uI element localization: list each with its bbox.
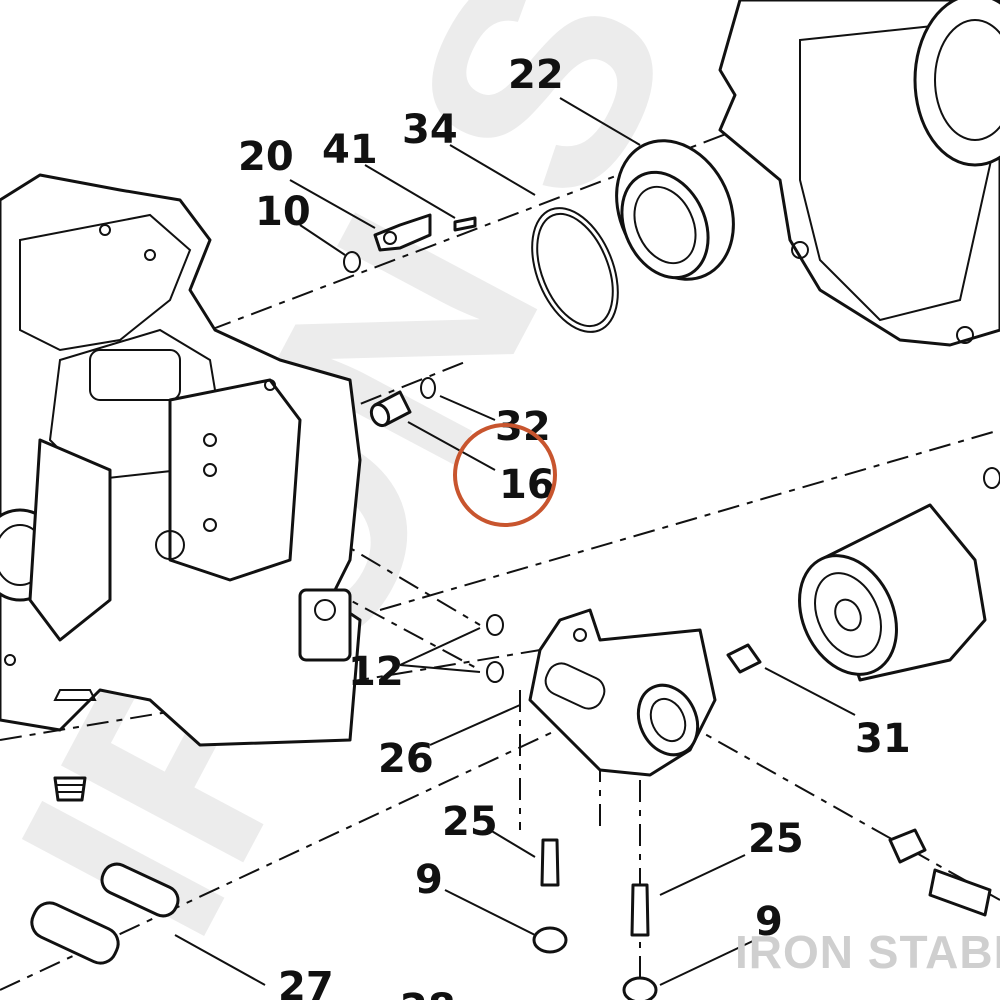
label-34: 34	[402, 107, 458, 153]
label-41: 41	[322, 127, 378, 173]
oil-filter	[726, 503, 987, 682]
oil-pressure-sender	[343, 213, 477, 273]
label-31: 31	[855, 716, 911, 762]
label-12: 12	[348, 649, 404, 695]
label-9-left: 9	[415, 857, 443, 903]
hose-fittings	[532, 838, 658, 1000]
label-27: 27	[278, 964, 334, 1000]
label-22: 22	[508, 52, 564, 98]
dowel-and-oring	[369, 377, 436, 428]
label-25-right: 25	[748, 816, 804, 862]
primary-cover	[718, 0, 1000, 347]
label-20: 20	[238, 134, 294, 180]
gasket-and-cover	[30, 862, 180, 965]
brand-watermark: IRON STABLE	[735, 926, 1000, 978]
leader-lines	[174, 97, 856, 986]
label-10: 10	[255, 189, 311, 235]
label-26: 26	[378, 736, 434, 782]
crankcase-housing	[0, 173, 362, 747]
drain-plug	[53, 776, 87, 802]
label-16: 16	[499, 462, 555, 508]
bearing	[615, 139, 735, 281]
label-9-right: 9	[755, 899, 783, 945]
retaining-ring	[531, 207, 619, 333]
tensioner-parts	[888, 467, 1000, 917]
label-28: 28	[400, 986, 456, 1000]
label-25-left: 25	[442, 799, 498, 845]
highlight-circle	[453, 423, 557, 527]
filter-adapter	[486, 608, 717, 777]
callout-labels: 22 34 41 20 10 32 16 12 26 31 25 25 9 9 …	[238, 52, 911, 1000]
